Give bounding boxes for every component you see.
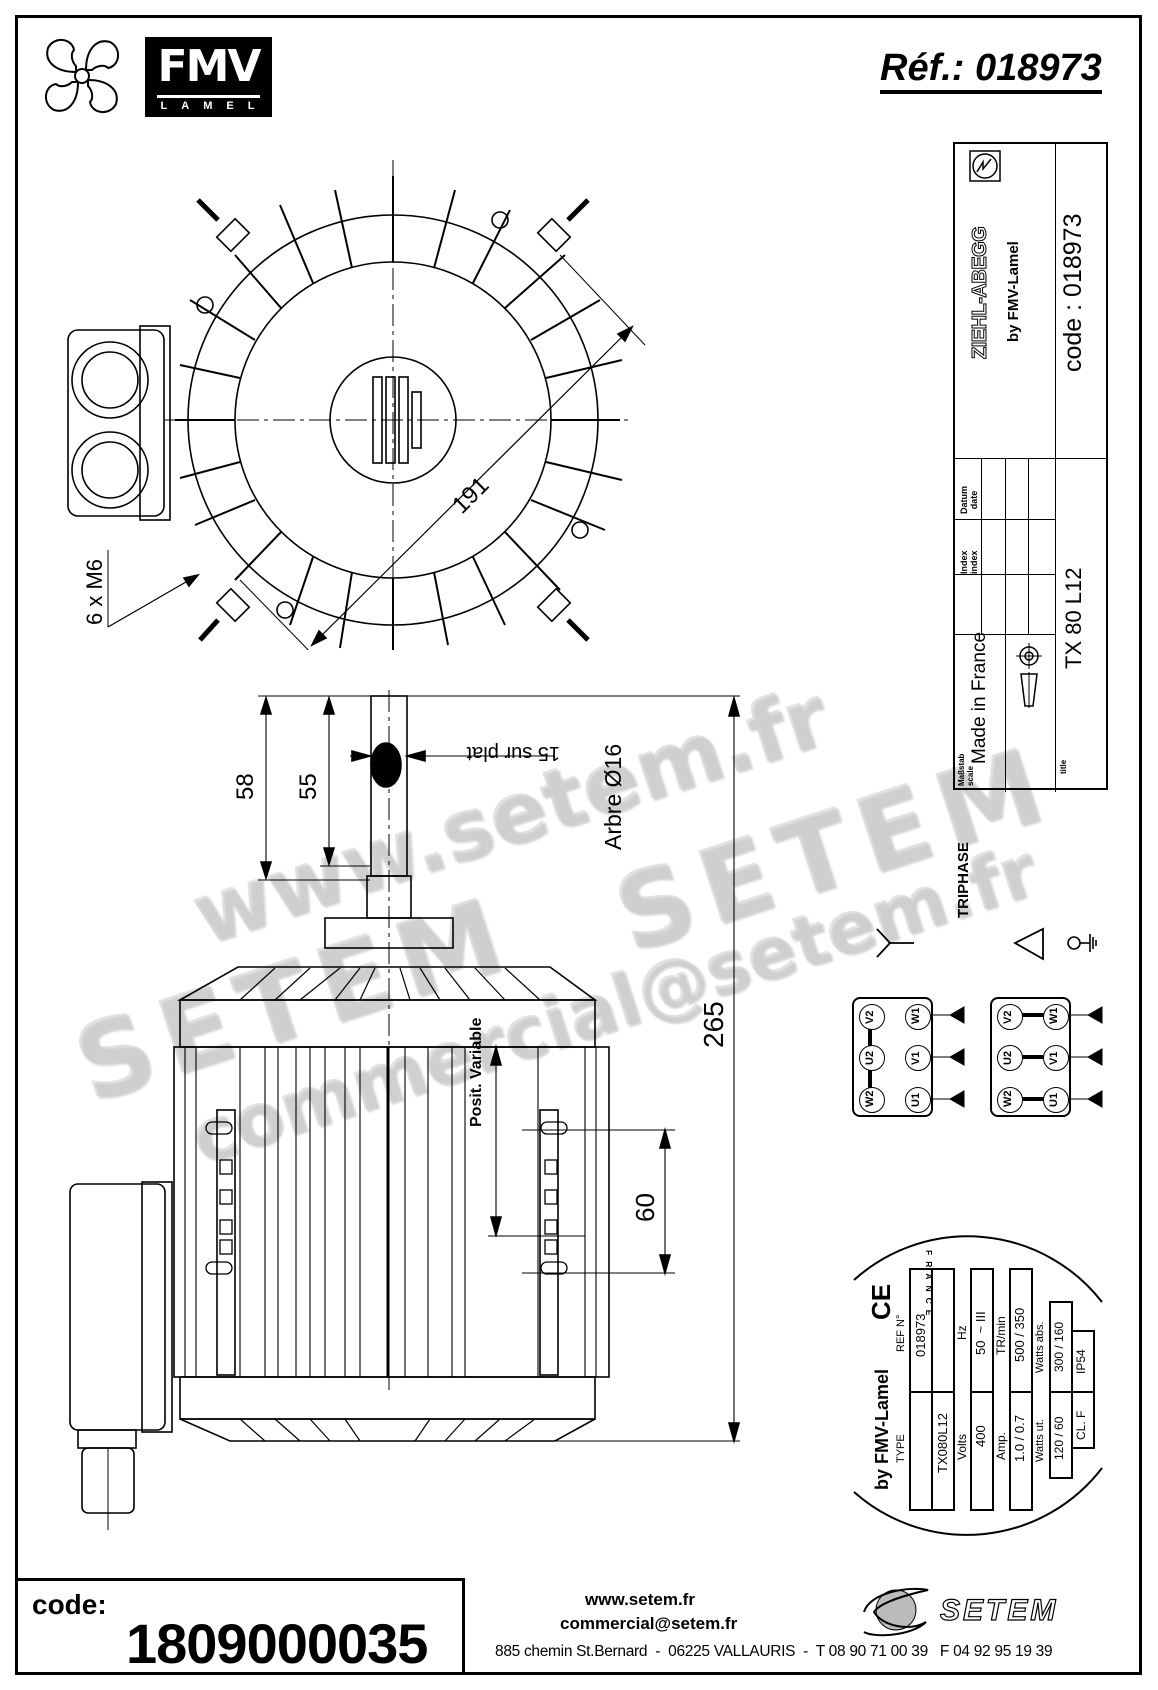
ziehl-abegg-logo-icon bbox=[969, 150, 1001, 182]
terminal-star-w1: W1 bbox=[905, 1004, 931, 1030]
brand-name: FMV bbox=[157, 41, 262, 92]
setem-logo-text: SETEM bbox=[939, 1593, 1059, 1627]
terminal-star-w2: W2 bbox=[859, 1087, 885, 1113]
watts-ut-label: Watts ut. bbox=[1034, 1419, 1046, 1462]
watts-ut-value: 120 / 60 bbox=[1052, 1416, 1066, 1460]
protection-rating: IP54 bbox=[1074, 1349, 1088, 1374]
terminal-delta-w2: W2 bbox=[997, 1087, 1023, 1113]
datum-label: Datum date bbox=[959, 485, 979, 514]
scale-label: Maßstab scale bbox=[957, 753, 975, 786]
connection-symbols bbox=[876, 927, 1097, 961]
fmv-lamel-logo: FMV LAMEL bbox=[145, 37, 272, 117]
terminal-delta-v1: V1 bbox=[1043, 1045, 1069, 1071]
reference-number: Réf.: 018973 bbox=[880, 46, 1102, 94]
ref-label: REF N° bbox=[895, 1314, 907, 1352]
type-label: TYPE bbox=[895, 1434, 907, 1463]
model-title: TX 80 L12 bbox=[1061, 567, 1086, 669]
setem-globe-logo-icon bbox=[863, 1587, 929, 1637]
drawing-frame bbox=[15, 15, 1142, 1675]
made-in-label: Made in France bbox=[969, 631, 990, 764]
ref-value: 018973 bbox=[913, 1313, 928, 1357]
part-code: code : 018973 bbox=[1059, 213, 1087, 372]
shaft-diameter-label: Arbre Ø16 bbox=[600, 743, 626, 850]
flat-dimension: 15 sur plat bbox=[466, 742, 560, 764]
footer-address: 885 chemin St.Bernard - 06225 VALLAURIS … bbox=[495, 1643, 1053, 1660]
delta-connection-icon bbox=[1013, 927, 1044, 961]
amp-label: Amp. bbox=[994, 1431, 1008, 1460]
dimension-60: 60 bbox=[630, 1193, 660, 1222]
terminal-delta-v2: V2 bbox=[997, 1004, 1023, 1030]
total-height-dimension: 265 bbox=[698, 1001, 729, 1048]
nameplate-country: FRANCE bbox=[924, 1250, 934, 1322]
watts-abs-value: 300 / 160 bbox=[1052, 1321, 1066, 1372]
title-block: ZIEHL-ABEGG by FMV-Lamel code : 018973 D… bbox=[953, 142, 1108, 792]
nameplate-brand: by FMV-Lamel bbox=[872, 1368, 892, 1490]
rpm-label: TR/min bbox=[994, 1316, 1008, 1355]
manufacturer-sub: by FMV-Lamel bbox=[1005, 241, 1022, 342]
amp-value: 1.0 / 0.7 bbox=[1012, 1415, 1027, 1462]
nameplate-outline bbox=[853, 1235, 1103, 1536]
volts-label: Volts bbox=[955, 1433, 969, 1460]
motor-front-view bbox=[67, 160, 646, 650]
brand-sub: LAMEL bbox=[160, 100, 269, 112]
triphase-label: TRIPHASE bbox=[955, 842, 972, 918]
position-variable-label: Posit. Variable bbox=[468, 1017, 485, 1127]
title-label: title bbox=[1059, 759, 1068, 774]
email-link[interactable]: commercial@setem.fr bbox=[560, 1614, 738, 1633]
terminal-delta-w1: W1 bbox=[1043, 1004, 1069, 1030]
code-value: 1809000035 bbox=[126, 1612, 428, 1675]
type-value: TX080L12 bbox=[935, 1413, 950, 1473]
logo-rule bbox=[157, 95, 260, 98]
terminal-star-v1: V1 bbox=[905, 1045, 931, 1071]
terminal-star-v2: V2 bbox=[859, 1004, 885, 1030]
index-label: Index index bbox=[959, 550, 979, 574]
terminal-star-u1: U1 bbox=[905, 1087, 931, 1113]
rpm-value: 500 / 350 bbox=[1012, 1307, 1027, 1362]
first-angle-projection-icon bbox=[1016, 643, 1042, 708]
watts-abs-label: Watts abs. bbox=[1034, 1321, 1046, 1373]
terminal-delta-u1: U1 bbox=[1043, 1087, 1069, 1113]
terminal-delta-u2: U2 bbox=[997, 1045, 1023, 1071]
dimension-58: 58 bbox=[232, 773, 259, 800]
website-link[interactable]: www.setem.fr bbox=[585, 1590, 695, 1609]
manufacturer-name: ZIEHL-ABEGG bbox=[969, 226, 992, 359]
volts-value: 400 bbox=[973, 1425, 988, 1447]
code-box: code: 1809000035 bbox=[15, 1578, 465, 1675]
dimension-55: 55 bbox=[295, 773, 322, 800]
footer-contact: www.setem.fr commercial@setem.fr bbox=[560, 1588, 738, 1636]
terminal-star-u2: U2 bbox=[859, 1045, 885, 1071]
bolt-callout: 6 x M6 bbox=[82, 558, 107, 625]
ce-mark: CE bbox=[866, 1283, 896, 1320]
hz-value: 50 ~ III bbox=[973, 1311, 988, 1355]
insulation-class: CL. F bbox=[1074, 1410, 1088, 1440]
code-label: code: bbox=[32, 1589, 107, 1620]
star-connection-icon bbox=[876, 928, 914, 958]
hz-label: Hz bbox=[955, 1325, 969, 1340]
ground-icon bbox=[1067, 934, 1097, 952]
motor-side-view bbox=[69, 690, 741, 1530]
fan-propeller-icon bbox=[45, 39, 119, 113]
